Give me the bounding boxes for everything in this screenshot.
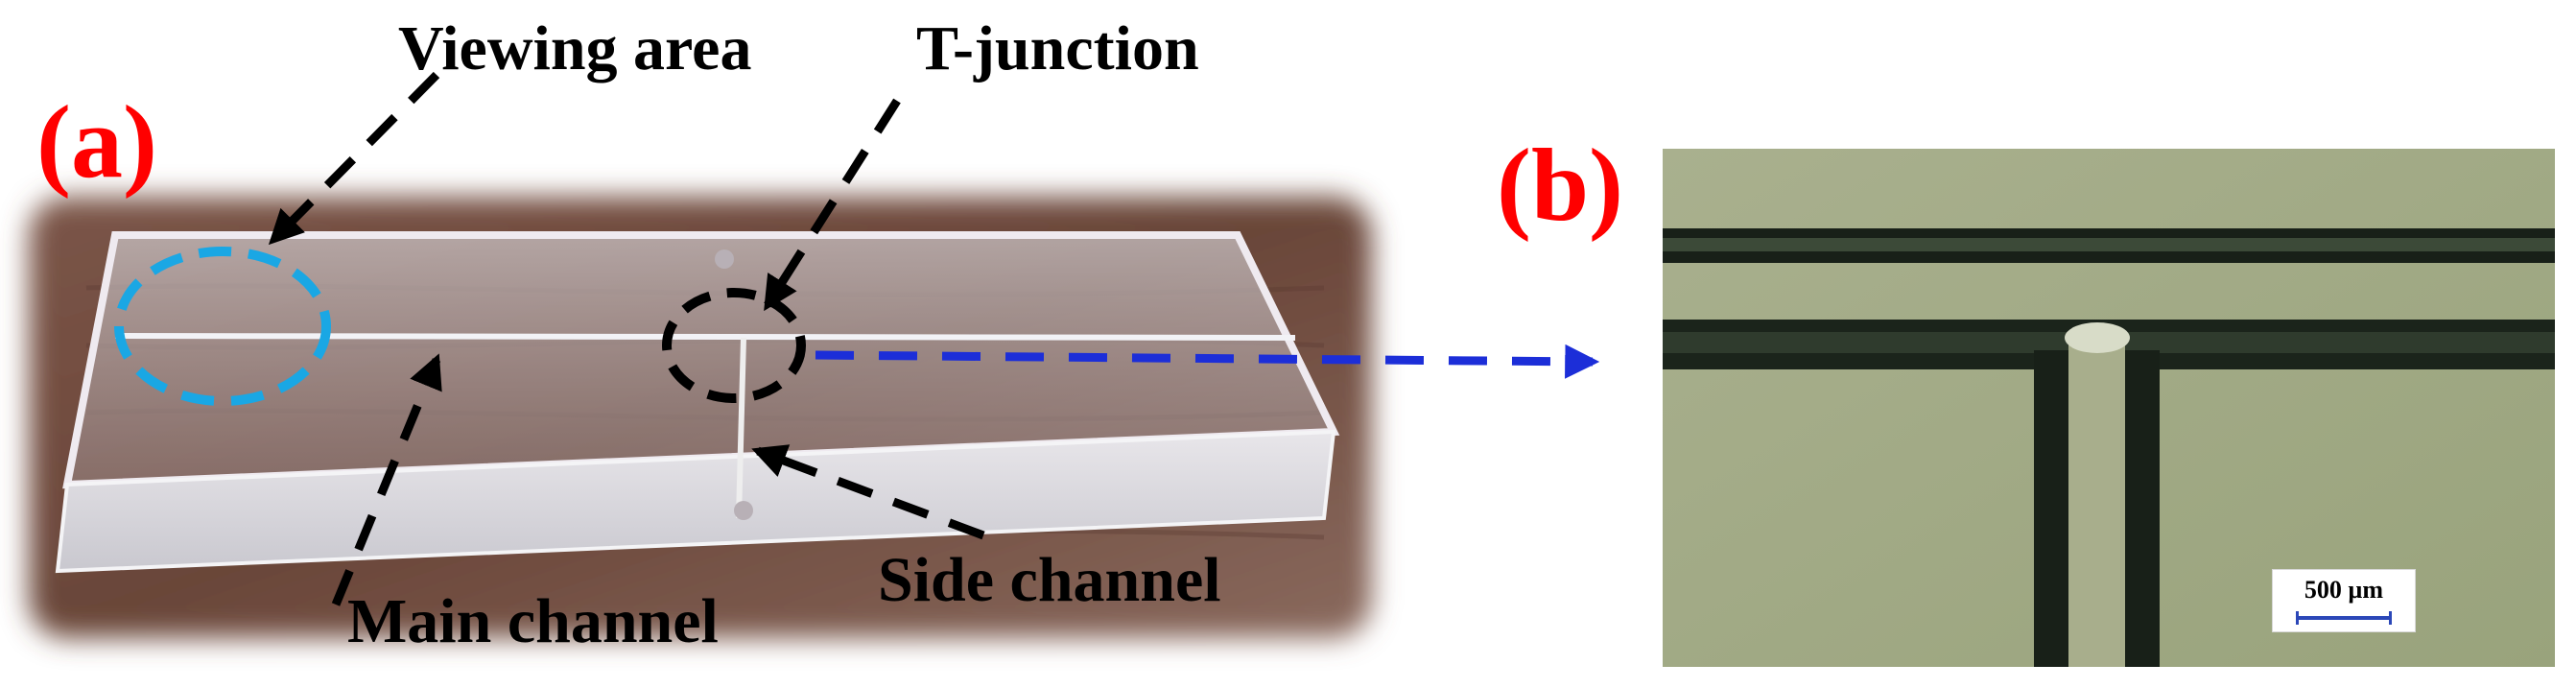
junction-highlight (2065, 322, 2130, 353)
side-channel-arrow (751, 444, 985, 540)
side-channel-line (736, 337, 746, 519)
chip-front-face (55, 429, 1336, 574)
panel-label-a: (a) (36, 85, 157, 200)
t-junction-ellipse (662, 288, 806, 403)
callout-arrows (268, 71, 1600, 606)
t-junction-arrow (764, 98, 901, 312)
side-channel-left-wall (2034, 350, 2068, 667)
main-channel-arrow (331, 353, 442, 606)
side-channel-interior (2068, 331, 2125, 667)
scale-bar: 500 µm (2272, 569, 2416, 632)
panel-label-b: (b) (1497, 129, 1623, 243)
port-bottom (734, 501, 753, 520)
side-channel-label: Side channel (878, 545, 1221, 615)
scale-bar-label: 500 µm (2304, 576, 2384, 604)
side-channel-right-wall (2125, 350, 2160, 667)
main-channel-label: Main channel (347, 586, 719, 656)
main-channel-line (114, 333, 1296, 341)
viewing-area-label: Viewing area (398, 13, 752, 83)
port-top (715, 249, 734, 269)
viewing-area-arrow (268, 71, 440, 246)
microscope-image (1663, 149, 2555, 667)
viewing-area-ellipse (114, 247, 331, 406)
scale-bar-line (2296, 611, 2392, 625)
t-junction-label: T-junction (916, 13, 1199, 83)
zoom-arrow (815, 344, 1600, 379)
